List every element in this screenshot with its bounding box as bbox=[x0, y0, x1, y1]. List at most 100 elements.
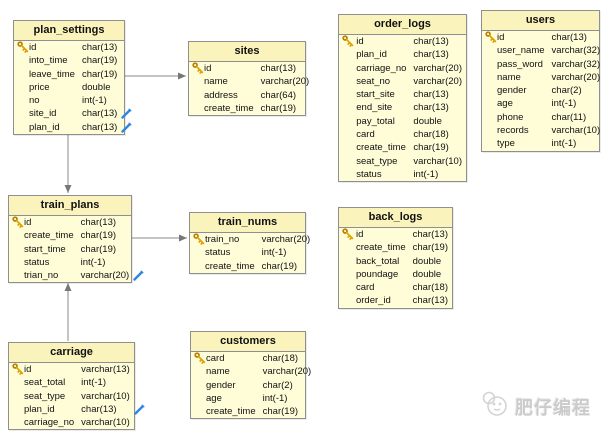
table-title-customers[interactable]: customers bbox=[191, 332, 305, 352]
fk-placeholder bbox=[133, 256, 146, 269]
field-icon-blank bbox=[339, 155, 356, 168]
table-title-train_nums[interactable]: train_nums bbox=[190, 213, 305, 233]
field-icon-blank bbox=[14, 81, 29, 94]
table-title-users[interactable]: users bbox=[482, 11, 599, 31]
field-name: status bbox=[205, 247, 231, 259]
field-type: char(18) bbox=[412, 282, 448, 294]
field-icon-blank bbox=[339, 115, 356, 128]
field-type: varchar(10) bbox=[81, 417, 130, 429]
field-type: char(13) bbox=[413, 36, 449, 47]
field-name: create_time bbox=[206, 406, 256, 418]
field-name: records bbox=[497, 125, 529, 137]
table-title-carriage[interactable]: carriage bbox=[9, 343, 134, 363]
field-icon-blank bbox=[339, 88, 356, 101]
field-type: int(-1) bbox=[551, 138, 577, 150]
field-type: double bbox=[81, 81, 111, 93]
field-type: char(13) bbox=[551, 32, 587, 43]
table-title-plan_settings[interactable]: plan_settings bbox=[14, 21, 124, 41]
table-title-train_plans[interactable]: train_plans bbox=[9, 196, 131, 216]
primary-key-icon bbox=[9, 216, 24, 229]
field-icon-blank bbox=[482, 137, 497, 150]
table-title-sites[interactable]: sites bbox=[189, 42, 305, 62]
field-row-users-gender[interactable]: gender char(2) bbox=[482, 84, 604, 97]
table-title-order_logs[interactable]: order_logs bbox=[339, 15, 466, 35]
field-icon-blank bbox=[14, 54, 29, 67]
field-name: gender bbox=[497, 85, 527, 97]
field-type: char(2) bbox=[551, 85, 582, 97]
field-icon-blank bbox=[339, 48, 356, 61]
fk-placeholder bbox=[121, 54, 134, 67]
field-icon-blank bbox=[482, 124, 497, 137]
fk-placeholder bbox=[134, 376, 147, 389]
field-icon-blank bbox=[339, 141, 356, 154]
field-type: char(13) bbox=[81, 108, 118, 120]
table-title-back_logs[interactable]: back_logs bbox=[339, 208, 452, 228]
arrowhead-icon bbox=[64, 185, 72, 193]
field-icon-blank bbox=[14, 107, 29, 120]
